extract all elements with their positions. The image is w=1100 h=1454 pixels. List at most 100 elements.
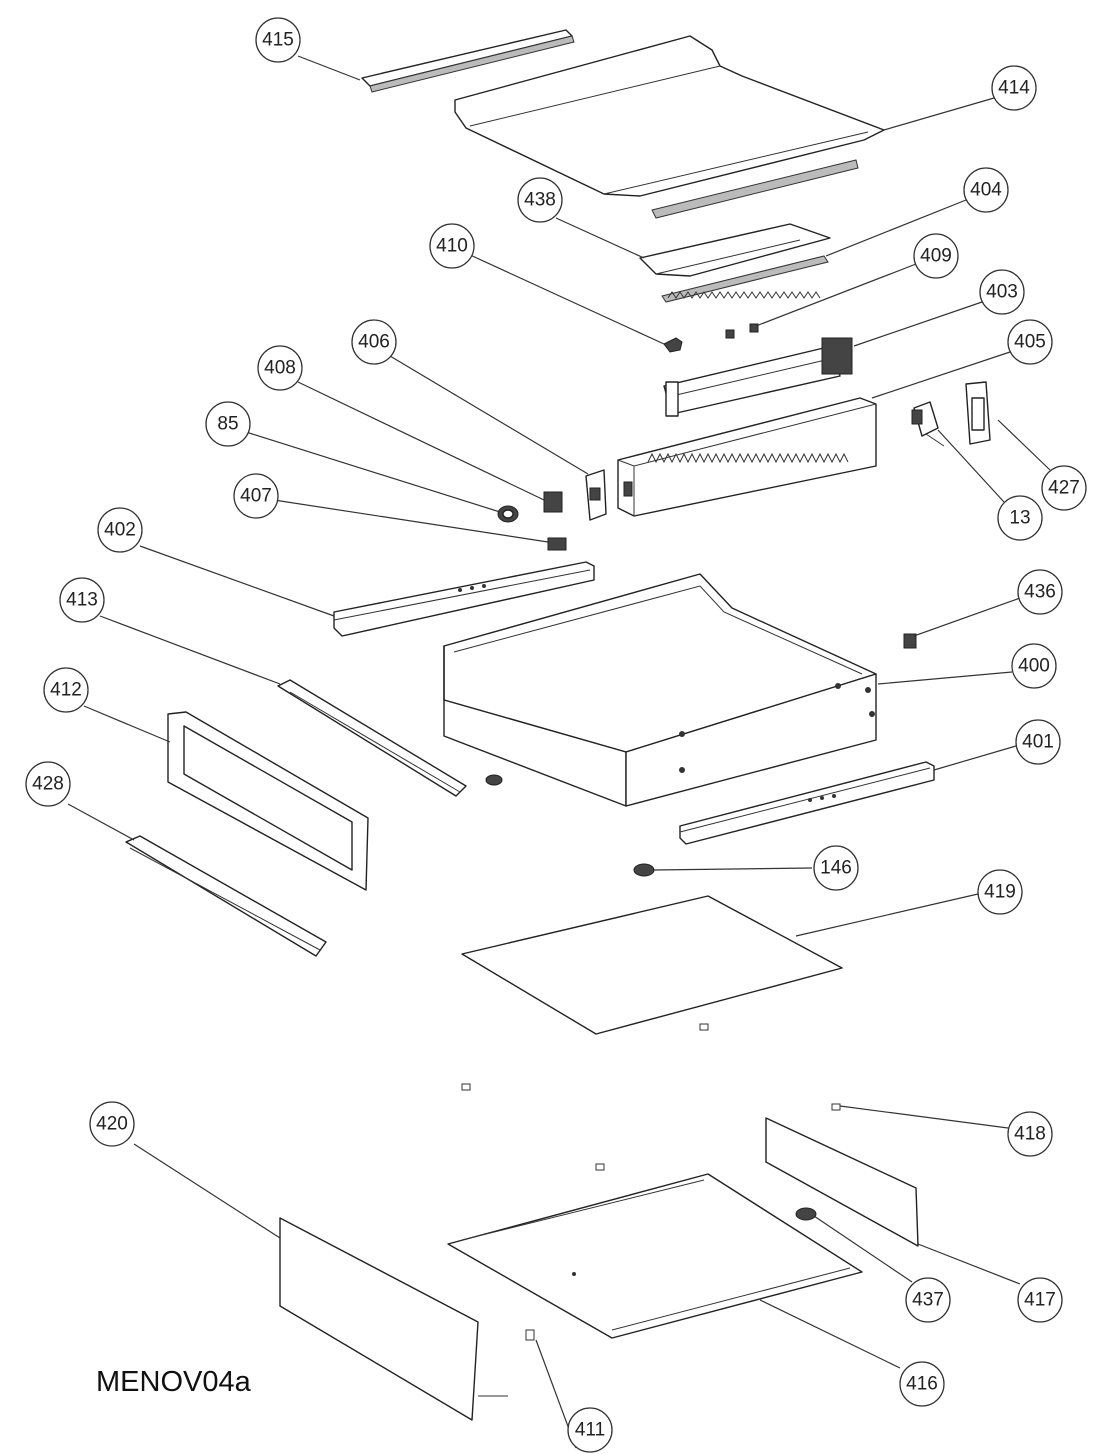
svg-text:401: 401 [1022,732,1054,753]
svg-text:428: 428 [32,774,64,795]
leader-13 [937,429,1005,503]
callout-418: 418 [1007,1111,1053,1157]
callout-405: 405 [1007,319,1053,365]
part-427-bracket [965,381,991,445]
callout-85: 85 [205,401,251,447]
callout-409: 409 [913,233,959,279]
callout-413: 413 [59,577,105,623]
callout-419: 419 [977,869,1023,915]
leader-408 [297,381,545,501]
part-146-foot [633,863,655,877]
leader-418 [839,1105,1009,1129]
part-410-clip [663,337,683,353]
svg-text:402: 402 [104,520,136,541]
part-small-tab [595,1163,605,1171]
leader-413 [99,615,281,685]
callout-411: 411 [567,1407,613,1453]
leader-414 [883,97,995,131]
leader-417 [917,1243,1021,1285]
part-413-runner [277,679,467,797]
leader-405 [871,351,1011,399]
leader-427 [997,419,1051,471]
part-419-base-panel [461,895,843,1035]
part-403-fan-assembly [663,337,853,417]
svg-text:420: 420 [96,1114,128,1135]
callout-437: 437 [905,1277,951,1323]
svg-text:411: 411 [575,1420,605,1441]
drawing-code-label: MENOV04a [96,1366,251,1398]
svg-text:85: 85 [217,414,238,435]
svg-text:412: 412 [50,680,82,701]
leader-406 [389,355,589,475]
callout-436: 436 [1017,569,1063,615]
callout-146: 146 [813,845,859,891]
callout-414: 414 [991,65,1037,111]
part-400-drawer-body [443,573,877,807]
svg-text:415: 415 [262,30,294,51]
part-402-slide-rail [333,561,595,637]
leader-412 [83,705,171,743]
callout-400: 400 [1011,643,1057,689]
svg-text:407: 407 [240,486,272,507]
svg-text:408: 408 [264,358,296,379]
leader-416 [759,1299,901,1369]
part-437-grommet [795,1207,817,1221]
leader-419 [795,893,979,937]
svg-text:403: 403 [986,282,1018,303]
svg-text:438: 438 [524,190,556,211]
leader-438 [555,217,645,259]
part-411-screw [525,1329,535,1341]
leader-436 [913,597,1021,637]
callout-438: 438 [517,177,563,223]
svg-text:404: 404 [970,180,1002,201]
part-85-lamp [497,505,519,523]
part-415-trim-strip [361,29,575,93]
part-409-clips [725,323,759,339]
leader-415 [297,55,361,81]
part-414-top-cover [454,35,885,219]
svg-text:437: 437 [912,1290,944,1311]
part-438-reflector [639,223,831,277]
callout-403: 403 [979,269,1025,315]
part-small-tab [461,1083,471,1091]
leader-420 [133,1143,281,1239]
part-13-thermostat [911,401,945,447]
callout-417: 417 [1017,1277,1063,1323]
part-401-slide-rail [679,761,935,845]
leader-lines [67,55,1051,1449]
callout-401: 401 [1015,719,1061,765]
callout-402: 402 [97,507,143,553]
callout-407: 407 [233,473,279,519]
part-407-connector [547,537,567,551]
part-404-heating-element [661,255,829,303]
part-412-front-frame [167,711,369,891]
callout-420: 420 [89,1101,135,1147]
callout-404: 404 [963,167,1009,213]
leader-401 [933,745,1017,771]
leader-85 [245,431,501,513]
leader-407 [273,499,549,543]
svg-text:417: 417 [1024,1290,1056,1311]
svg-text:436: 436 [1024,582,1056,603]
callout-408: 408 [257,345,303,391]
svg-text:414: 414 [998,78,1030,99]
svg-text:419: 419 [984,882,1016,903]
leader-146 [653,867,813,871]
svg-text:409: 409 [920,246,952,267]
callout-406: 406 [351,319,397,365]
svg-text:413: 413 [66,590,98,611]
leader-404 [825,199,967,257]
callout-412: 412 [43,667,89,713]
part-416-bottom-tray [447,1173,863,1339]
svg-text:418: 418 [1014,1124,1046,1145]
part-408-switch [543,491,563,513]
part-405-element-housing [617,397,877,517]
leader-400 [877,671,1013,685]
part-grommet [485,774,503,786]
leader-437 [813,1215,913,1283]
svg-text:410: 410 [436,236,468,257]
part-428-glass-strip [125,835,327,957]
part-417-side-panel [765,1117,919,1247]
callout-13: 13 [997,495,1043,541]
